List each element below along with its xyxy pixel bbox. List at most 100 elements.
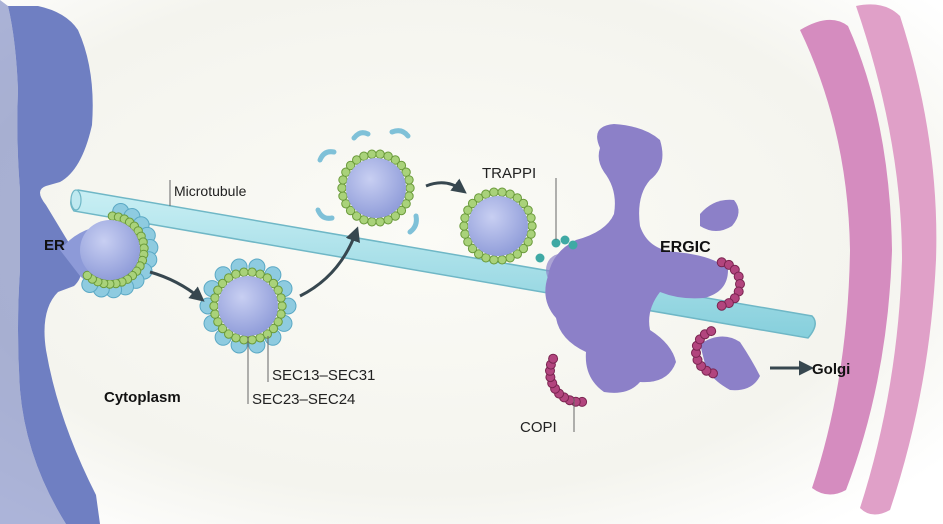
shed-sec13-sec31-fragments bbox=[315, 128, 419, 235]
sec23-sec24-subunit bbox=[345, 205, 356, 216]
sec23-sec24-subunit bbox=[209, 301, 219, 311]
copi-coat-middle bbox=[691, 326, 718, 379]
sec23-sec24-subunit bbox=[341, 199, 351, 209]
sec23-sec24-subunit bbox=[338, 191, 348, 201]
sec23-sec24-subunit bbox=[273, 317, 283, 327]
label-microtubule: Microtubule bbox=[174, 183, 247, 199]
sec23-sec24-subunit bbox=[404, 175, 414, 185]
sec23-sec24-subunit bbox=[383, 215, 393, 225]
sec23-sec24-subunit bbox=[375, 217, 385, 227]
copii-vesicle-docking bbox=[459, 187, 537, 265]
copii-vesicle-uncoating bbox=[315, 128, 419, 235]
sec23-sec24-subunit bbox=[375, 149, 385, 159]
sec23-sec24-subunit bbox=[276, 293, 286, 303]
sec23-sec24-subunit bbox=[401, 199, 411, 209]
sec23-sec24-subunit bbox=[505, 253, 515, 263]
sec23-sec24-subunit bbox=[512, 193, 522, 203]
trappi-complex bbox=[535, 235, 578, 263]
sec23-sec24-subunit bbox=[463, 205, 473, 215]
sec23-sec24-subunit bbox=[213, 317, 223, 327]
sec23-sec24-subunit bbox=[497, 187, 507, 197]
arrow-er-to-vesicle bbox=[149, 270, 205, 302]
sec23-sec24-subunit bbox=[341, 167, 351, 177]
sec23-sec24-subunit bbox=[262, 273, 272, 283]
sec23-sec24-subunit bbox=[467, 198, 478, 209]
sec23-sec24-subunit bbox=[459, 221, 469, 231]
sec23-sec24-subunit bbox=[396, 205, 407, 216]
sec23-sec24-subunit bbox=[262, 329, 272, 339]
label-copi: COPI bbox=[520, 419, 557, 436]
sec23-sec24-subunit bbox=[489, 255, 499, 265]
golgi-cisterna-outer bbox=[856, 4, 937, 515]
sec23-sec24-subunit bbox=[518, 198, 529, 209]
sec23-sec24-subunit bbox=[396, 160, 407, 171]
sec23-sec24-subunit bbox=[255, 333, 265, 343]
sec23-sec24-subunit bbox=[467, 243, 478, 254]
sec23-sec24-subunit bbox=[247, 335, 257, 345]
sec23-sec24-subunit bbox=[337, 183, 347, 193]
er-budding-vesicle bbox=[60, 203, 159, 299]
sec23-sec24-subunit bbox=[213, 285, 223, 295]
sec23-sec24-subunit bbox=[224, 329, 234, 339]
sec23-sec24-subunit bbox=[405, 183, 415, 193]
sec23-sec24-subunit bbox=[255, 269, 265, 279]
copii-coat-budding bbox=[81, 203, 159, 299]
sec23-sec24-subunit bbox=[277, 301, 287, 311]
sec23-sec24-subunit bbox=[239, 267, 249, 277]
label-ergic: ERGIC bbox=[660, 239, 711, 256]
sec23-sec24-subunit bbox=[481, 253, 491, 263]
sec23-sec24-subunit bbox=[523, 205, 533, 215]
label-er: ER bbox=[44, 237, 65, 254]
sec23-sec24-subunit bbox=[512, 249, 522, 259]
sec23-sec24-subunit bbox=[404, 191, 414, 201]
sec23-sec24-subunit bbox=[231, 333, 241, 343]
sec23-sec24-subunit bbox=[523, 237, 533, 247]
copi-subunit bbox=[548, 353, 559, 364]
sec23-sec24-subunit bbox=[460, 229, 470, 239]
arrow-uncoating-to-docking bbox=[425, 178, 467, 194]
copii-inner-coat-docking bbox=[459, 187, 537, 265]
sec23-sec24-subunit bbox=[352, 211, 362, 221]
sec23-sec24-subunit bbox=[505, 189, 515, 199]
sec23-sec24-subunit bbox=[352, 155, 362, 165]
arrow-vesicle-to-uncoating bbox=[299, 226, 360, 298]
label-sec23-sec24: SEC23–SEC24 bbox=[252, 391, 355, 408]
sec23-sec24-subunit bbox=[489, 187, 499, 197]
sec23-sec24-subunit bbox=[526, 213, 536, 223]
sec23-sec24-subunit bbox=[345, 160, 356, 171]
label-golgi: Golgi bbox=[812, 361, 850, 378]
sec23-sec24-subunit bbox=[247, 267, 257, 277]
label-cytoplasm: Cytoplasm bbox=[104, 389, 181, 406]
sec23-sec24-subunit bbox=[273, 285, 283, 295]
sec23-sec24-subunit bbox=[474, 249, 484, 259]
copi-subunit bbox=[716, 300, 727, 311]
sec23-sec24-subunit bbox=[82, 270, 93, 281]
sec23-sec24-subunit bbox=[518, 243, 529, 254]
sec23-sec24-subunit bbox=[460, 213, 470, 223]
transport-arrows bbox=[149, 178, 814, 376]
sec23-sec24-subunit bbox=[481, 189, 491, 199]
golgi-cisterna-inner bbox=[800, 19, 892, 495]
copi-subunit bbox=[706, 326, 717, 337]
sec23-sec24-subunit bbox=[390, 155, 400, 165]
label-trappi: TRAPPI bbox=[482, 165, 536, 182]
copi-coat-upper bbox=[716, 257, 745, 311]
copii-coat-full bbox=[199, 258, 297, 354]
sec23-sec24-subunit bbox=[390, 211, 400, 221]
sec23-sec24-subunit bbox=[497, 255, 507, 265]
leader-lines bbox=[169, 178, 575, 432]
sec23-sec24-subunit bbox=[217, 278, 228, 289]
sec23-sec24-subunit bbox=[276, 309, 286, 319]
sec23-sec24-subunit bbox=[224, 273, 234, 283]
sec23-sec24-subunit bbox=[383, 151, 393, 161]
sec23-sec24-subunit bbox=[527, 221, 537, 231]
copi-coat-lower bbox=[545, 353, 588, 407]
sec23-sec24-subunit bbox=[401, 167, 411, 177]
sec23-sec24-subunit bbox=[231, 269, 241, 279]
sec23-sec24-subunit bbox=[268, 323, 279, 334]
sec23-sec24-subunit bbox=[474, 193, 484, 203]
sec23-sec24-subunit bbox=[210, 309, 220, 319]
label-sec13-sec31: SEC13–SEC31 bbox=[272, 367, 375, 384]
sec23-sec24-subunit bbox=[367, 149, 377, 159]
